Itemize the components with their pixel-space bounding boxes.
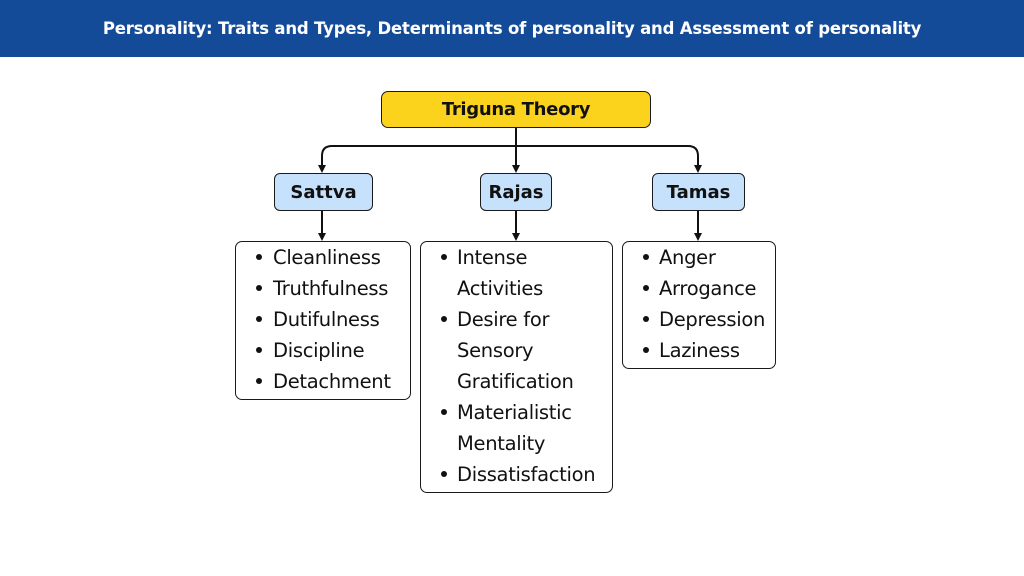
header-banner: Personality: Traits and Types, Determina…: [0, 0, 1024, 57]
page-title: Personality: Traits and Types, Determina…: [102, 19, 922, 38]
traits-list-tamas: Anger Arrogance Depression Laziness: [623, 242, 775, 366]
trait-item: Laziness: [623, 335, 775, 366]
guna-label-tamas: Tamas: [666, 181, 731, 203]
traits-box-tamas: Anger Arrogance Depression Laziness: [622, 241, 776, 369]
trait-item: Discipline: [236, 335, 410, 366]
guna-label-rajas: Rajas: [488, 181, 544, 203]
trait-item: Detachment: [236, 366, 410, 397]
trait-item: Truthfulness: [236, 273, 410, 304]
trait-item: Dissatisfaction: [421, 459, 611, 490]
trait-item: Materialistic Mentality: [421, 397, 611, 459]
guna-node-sattva: Sattva: [274, 173, 373, 211]
arrow-root-to-tamas: [516, 145, 702, 173]
trait-item: Cleanliness: [236, 242, 410, 273]
traits-list-sattva: Cleanliness Truthfulness Dutifulness Dis…: [236, 242, 410, 397]
arrow-root-to-sattva: [318, 145, 516, 173]
trait-item: Desire for Sensory Gratification: [421, 304, 611, 397]
root-node-triguna-theory: Triguna Theory: [381, 91, 651, 128]
guna-node-tamas: Tamas: [652, 173, 745, 211]
guna-label-sattva: Sattva: [290, 181, 357, 203]
root-label: Triguna Theory: [441, 99, 591, 120]
trait-item: Anger: [623, 242, 775, 273]
trait-item: Intense Activities: [421, 242, 611, 304]
guna-node-rajas: Rajas: [480, 173, 552, 211]
trait-item: Dutifulness: [236, 304, 410, 335]
trait-item: Depression: [623, 304, 775, 335]
traits-box-rajas: Intense Activities Desire for Sensory Gr…: [420, 241, 613, 493]
traits-box-sattva: Cleanliness Truthfulness Dutifulness Dis…: [235, 241, 411, 400]
trait-item: Arrogance: [623, 273, 775, 304]
traits-list-rajas: Intense Activities Desire for Sensory Gr…: [421, 242, 612, 490]
